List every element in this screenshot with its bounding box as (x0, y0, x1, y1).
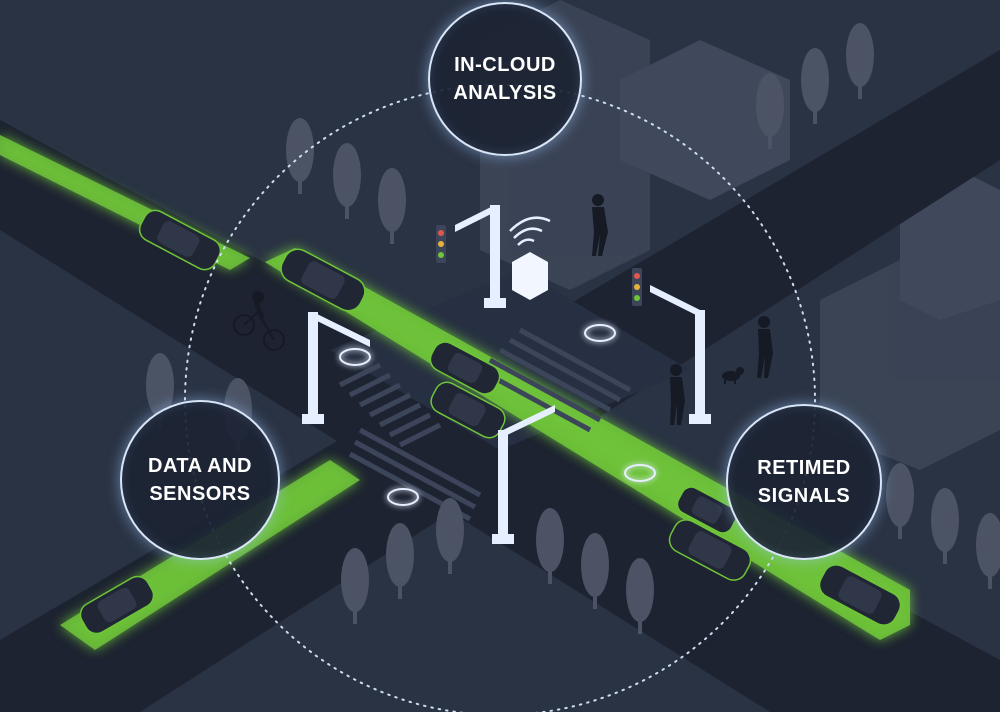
crosswalk-left (338, 362, 442, 448)
pedestrian-icon (757, 316, 773, 378)
car-icon (429, 341, 501, 395)
tree-icon (886, 463, 914, 539)
tree-icon (378, 168, 406, 244)
dotted-cycle-ring (184, 84, 816, 712)
car-icon (818, 564, 902, 626)
tree-icon (626, 558, 654, 634)
tree-icon (756, 73, 784, 149)
sensor-box-icon (512, 252, 548, 300)
lane-main (265, 248, 910, 640)
car-icon (79, 575, 155, 635)
wifi-signal-icon (509, 216, 551, 246)
traffic-light-icon (632, 268, 711, 424)
data-and-sensors-label: DATA AND SENSORS (148, 455, 252, 505)
tree-icon (286, 118, 314, 194)
retimed-signals-node: RETIMED SIGNALS (726, 404, 882, 560)
in-cloud-analysis-node: IN-CLOUD ANALYSIS (428, 2, 582, 156)
building-2 (620, 40, 790, 200)
traffic-light-icon (492, 405, 555, 544)
traffic-light-icon (302, 312, 370, 424)
in-cloud-analysis-label: IN-CLOUD ANALYSIS (453, 54, 557, 104)
traffic-signals (302, 205, 711, 544)
cars (79, 209, 902, 635)
tree-icon (801, 48, 829, 124)
tree-icon (536, 508, 564, 584)
cyclist-icon (233, 291, 285, 351)
pedestrian-icon (592, 194, 608, 256)
car-icon (430, 381, 506, 439)
dog-icon (722, 367, 744, 384)
tree-icon (976, 513, 1000, 589)
tree-icon (386, 523, 414, 599)
tree-icon (581, 533, 609, 609)
people (233, 194, 773, 425)
car-icon (676, 486, 738, 534)
trees (146, 23, 1000, 634)
car-icon (668, 519, 752, 581)
crosswalk-right (478, 327, 632, 433)
tree-icon (333, 143, 361, 219)
building-3 (820, 260, 1000, 470)
data-and-sensors-node: DATA AND SENSORS (120, 400, 280, 560)
tree-icon (341, 548, 369, 624)
pedestrian-icon (670, 364, 685, 425)
tree-icon (931, 488, 959, 564)
retimed-signals-label: RETIMED SIGNALS (757, 457, 851, 507)
car-icon (280, 248, 366, 312)
tree-icon (436, 498, 464, 574)
tree-icon (846, 23, 874, 99)
traffic-light-icon (436, 205, 506, 308)
